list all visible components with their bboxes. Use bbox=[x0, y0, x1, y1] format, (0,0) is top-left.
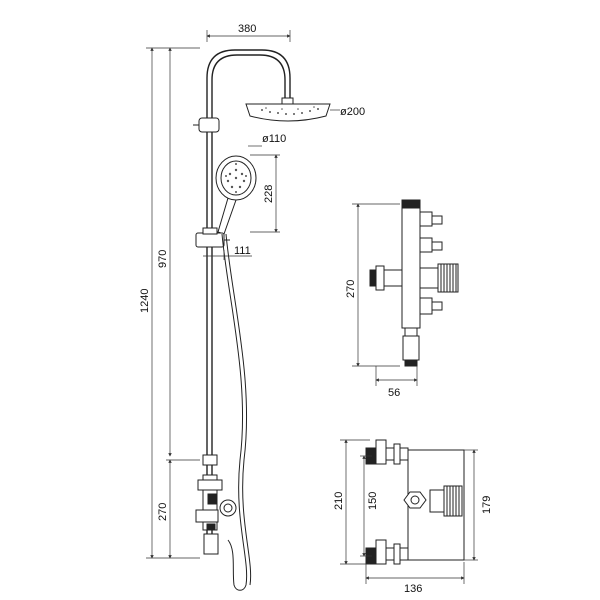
dim-side-height: 270 bbox=[345, 280, 357, 298]
shower-arm bbox=[206, 49, 291, 118]
shower-hose bbox=[221, 233, 248, 591]
dim-mixer-height: 270 bbox=[157, 503, 169, 521]
dim-side-depth: 56 bbox=[388, 387, 400, 399]
dim-hand-shower-dia: ø110 bbox=[262, 133, 286, 145]
dim-body-height: 179 bbox=[481, 496, 493, 514]
mixer-valve-front bbox=[195, 474, 237, 555]
shower-column-view bbox=[193, 49, 331, 591]
dim-body-width: 136 bbox=[404, 583, 422, 595]
riser-collar bbox=[202, 454, 218, 466]
dim-hand-shower-len: 228 bbox=[263, 185, 275, 203]
dim-head-span: 380 bbox=[238, 23, 256, 35]
dim-rain-head-dia: ø200 bbox=[340, 106, 365, 118]
mixer-side-view: 270 56 bbox=[345, 199, 459, 399]
main-view-dimensions: 380 ø200 ø110 228 111 1240 970 270 bbox=[139, 23, 365, 559]
dim-front-height: 210 bbox=[333, 492, 345, 510]
dim-total-height: 1240 bbox=[139, 289, 151, 313]
rain-shower-head bbox=[245, 97, 331, 122]
slider-bracket bbox=[195, 227, 230, 248]
arm-support-bracket bbox=[198, 117, 220, 133]
dim-inlet-centers: 150 bbox=[367, 492, 379, 510]
mixer-front-view: 210 150 179 136 bbox=[333, 439, 493, 595]
hand-shower bbox=[215, 155, 257, 235]
dim-rail-height: 970 bbox=[157, 250, 169, 268]
dim-bracket-offset: 111 bbox=[234, 245, 251, 257]
